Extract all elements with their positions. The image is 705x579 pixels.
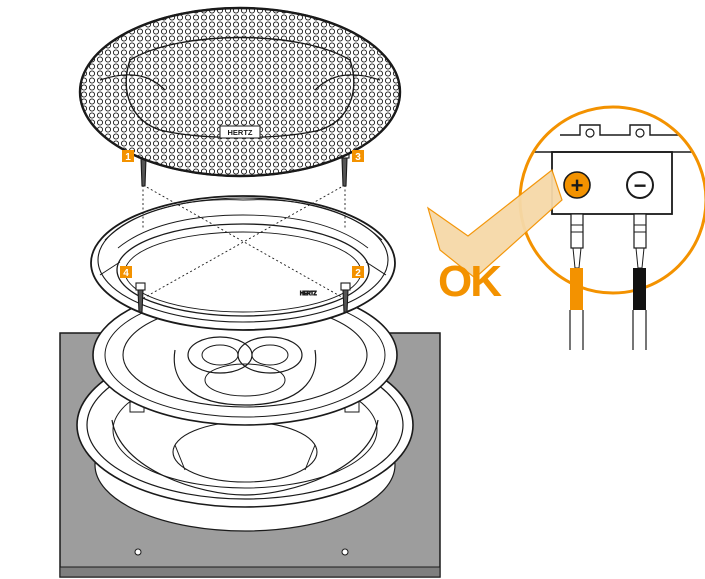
negative-wire: [632, 268, 647, 350]
svg-text:4: 4: [123, 268, 129, 279]
svg-text:HERTZ: HERTZ: [300, 291, 317, 297]
checkmark-icon: [426, 169, 563, 279]
plus-terminal-icon: +: [563, 171, 591, 199]
speaker-grille: HERTZ: [78, 6, 402, 178]
screw-2: [340, 282, 351, 313]
svg-text:−: −: [634, 173, 647, 198]
svg-text:2: 2: [355, 268, 361, 279]
svg-text:1: 1: [125, 152, 131, 163]
svg-text:+: +: [571, 173, 584, 198]
minus-terminal-icon: −: [626, 171, 654, 199]
screw-order-guides: [139, 184, 348, 301]
screw-badge-4: 4: [120, 266, 132, 279]
svg-text:3: 3: [355, 152, 361, 163]
positive-wire: [569, 268, 584, 350]
ok-label: OK: [438, 257, 502, 306]
screw-badge-2: 2: [352, 266, 364, 279]
screw-4: [135, 282, 146, 313]
terminal-magnifier: [518, 105, 705, 295]
brand-logo: HERTZ: [228, 128, 253, 137]
trim-ring: HERTZ: [90, 195, 396, 331]
screw-badge-3: 3: [352, 150, 364, 163]
screw-badge-1: 1: [122, 150, 134, 163]
